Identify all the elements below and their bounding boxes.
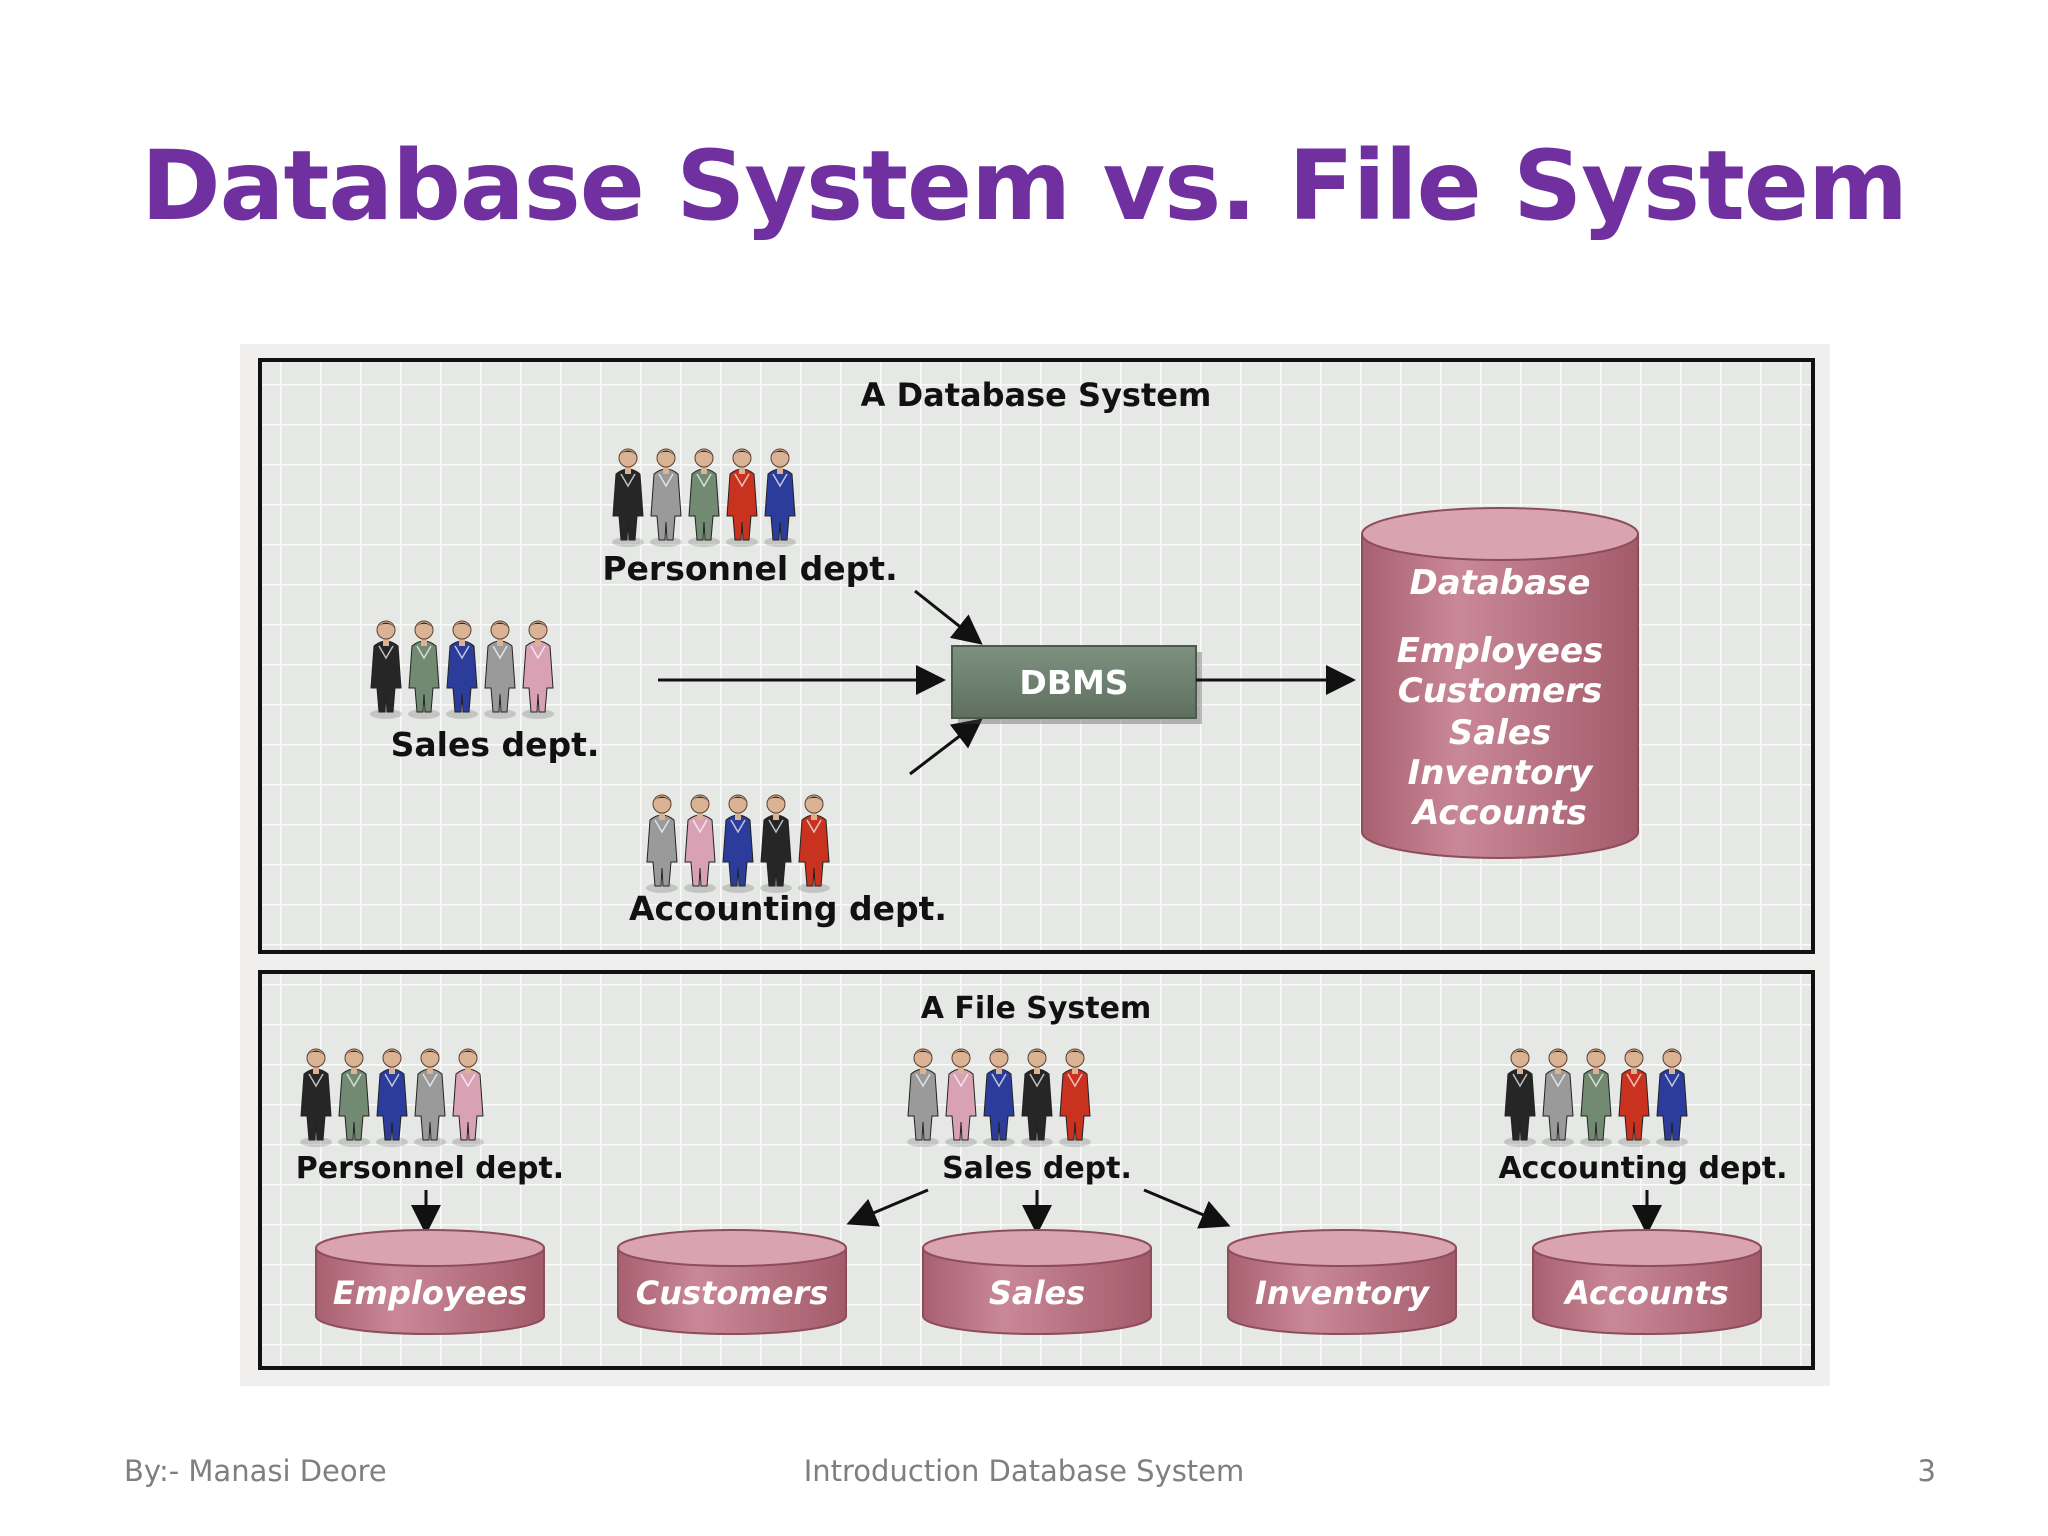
dbms-label: DBMS xyxy=(1019,663,1128,702)
person-icon xyxy=(907,1048,939,1147)
arrow-personnel-to-dbms xyxy=(914,589,983,645)
person-icon xyxy=(1021,1048,1053,1147)
db-personnel-label: Personnel dept. xyxy=(602,549,897,588)
file-accounting-label: Accounting dept. xyxy=(1498,1151,1787,1186)
file-accounting-people-group xyxy=(1504,1048,1688,1147)
person-icon xyxy=(722,794,754,893)
person-icon xyxy=(376,1048,408,1147)
slide-number: 3 xyxy=(1917,1454,1936,1488)
person-icon xyxy=(684,794,716,893)
file-label-inventory: Inventory xyxy=(1255,1274,1430,1312)
file-sales-people-group xyxy=(907,1048,1091,1147)
database-system-panel: A Database System Personnel dept. Sales … xyxy=(258,358,1815,954)
person-icon xyxy=(1504,1048,1536,1147)
file-personnel-label: Personnel dept. xyxy=(296,1151,564,1186)
comparison-figure: A Database System Personnel dept. Sales … xyxy=(240,344,1830,1386)
person-icon xyxy=(408,620,440,719)
person-icon xyxy=(612,448,644,547)
person-icon xyxy=(338,1048,370,1147)
database-panel-title: A Database System xyxy=(861,376,1212,414)
file-system-panel: A File System Personnel dept. Sales dept… xyxy=(258,970,1815,1370)
file-label-customers: Customers xyxy=(636,1274,828,1312)
file-cylinder-accounts: Accounts xyxy=(1532,1229,1762,1335)
personnel-people-group xyxy=(612,448,796,547)
person-icon xyxy=(484,620,516,719)
person-icon xyxy=(945,1048,977,1147)
database-item-accounts: Accounts xyxy=(1410,793,1587,833)
person-icon xyxy=(452,1048,484,1147)
person-icon xyxy=(370,620,402,719)
database-title: Database xyxy=(1410,563,1591,603)
database-cylinder: Database Employees Customers Sales Inven… xyxy=(1361,507,1639,859)
file-label-accounts: Accounts xyxy=(1562,1274,1729,1312)
db-sales-label: Sales dept. xyxy=(391,725,600,764)
person-icon xyxy=(650,448,682,547)
person-icon xyxy=(760,794,792,893)
database-item-inventory: Inventory xyxy=(1408,753,1595,793)
person-icon xyxy=(446,620,478,719)
arrow-sales-to-inventory xyxy=(1143,1188,1231,1229)
dbms-box xyxy=(951,645,1197,719)
footer-author: By:- Manasi Deore xyxy=(124,1454,387,1488)
file-cylinder-customers: Customers xyxy=(617,1229,847,1335)
slide-title: Database System vs. File System xyxy=(140,130,1908,242)
footer-course-title: Introduction Database System xyxy=(803,1454,1245,1488)
person-icon xyxy=(1059,1048,1091,1147)
person-icon xyxy=(1542,1048,1574,1147)
person-icon xyxy=(1580,1048,1612,1147)
file-label-employees: Employees xyxy=(333,1274,527,1312)
database-item-sales: Sales xyxy=(1449,713,1551,753)
file-personnel-people-group xyxy=(300,1048,484,1147)
person-icon xyxy=(983,1048,1015,1147)
database-item-employees: Employees xyxy=(1397,631,1604,671)
arrow-accounting-to-dbms xyxy=(909,718,983,776)
sales-people-group xyxy=(370,620,554,719)
person-icon xyxy=(646,794,678,893)
person-icon xyxy=(726,448,758,547)
person-icon xyxy=(414,1048,446,1147)
person-icon xyxy=(1618,1048,1650,1147)
person-icon xyxy=(522,620,554,719)
file-panel-title: A File System xyxy=(921,991,1151,1026)
person-icon xyxy=(1656,1048,1688,1147)
database-item-customers: Customers xyxy=(1398,671,1603,711)
accounting-people-group xyxy=(646,794,830,893)
person-icon xyxy=(764,448,796,547)
file-cylinder-employees: Employees xyxy=(315,1229,545,1335)
person-icon xyxy=(300,1048,332,1147)
comparison-diagram: A Database System Personnel dept. Sales … xyxy=(258,358,1815,1370)
arrow-sales-to-customers xyxy=(846,1188,929,1227)
file-sales-label: Sales dept. xyxy=(942,1151,1132,1186)
db-accounting-label: Accounting dept. xyxy=(629,889,947,928)
person-icon xyxy=(798,794,830,893)
file-cylinder-sales: Sales xyxy=(922,1229,1152,1335)
file-label-sales: Sales xyxy=(989,1274,1085,1312)
file-cylinder-inventory: Inventory xyxy=(1227,1229,1457,1335)
person-icon xyxy=(688,448,720,547)
